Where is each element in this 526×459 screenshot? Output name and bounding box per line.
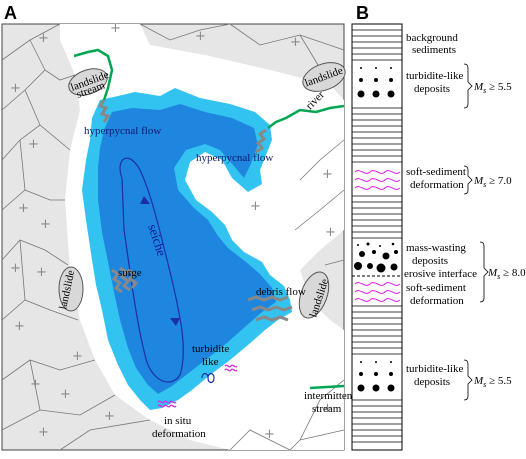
svg-text:+: + xyxy=(110,21,121,36)
seiche-arrow-1 xyxy=(140,196,150,204)
core-deformation-top xyxy=(352,164,402,194)
in-situ-label-2: deformation xyxy=(152,428,206,440)
svg-text:+: + xyxy=(195,29,206,44)
turbidite-like-label-2: like xyxy=(202,356,219,368)
core-bedding-lines xyxy=(352,29,402,443)
panel-a: A xyxy=(1,3,355,451)
magnitude-brackets xyxy=(463,63,489,401)
panel-b: B xyxy=(351,3,526,451)
svg-text:+: + xyxy=(72,349,83,364)
svg-text:+: + xyxy=(14,319,25,334)
seiche-loop xyxy=(119,157,184,383)
svg-text:+: + xyxy=(60,387,71,402)
svg-text:+: + xyxy=(104,409,115,424)
magnitude-2: Ms ≥ 7.0 xyxy=(473,175,512,189)
stream-nw xyxy=(73,48,114,101)
unit-soft-top-2: deformation xyxy=(410,179,464,191)
landslide-ne-shape xyxy=(302,62,346,92)
core-turbidite-top xyxy=(352,62,402,106)
svg-text:+: + xyxy=(38,425,49,440)
bedrock-symbols: + + + + + + + + + + + + + + + + + + + + … xyxy=(10,21,336,442)
unit-mass-2: deposits xyxy=(412,255,448,267)
svg-text:+: + xyxy=(30,377,41,392)
landslide-w-shape xyxy=(58,266,84,312)
surge-symbol xyxy=(111,266,139,294)
svg-text:+: + xyxy=(10,81,21,96)
landslide-e-shape xyxy=(298,271,330,319)
svg-text:+: + xyxy=(10,261,21,276)
svg-text:+: + xyxy=(322,401,333,416)
unit-turbidite-bot-2: deposits xyxy=(414,376,450,388)
svg-text:+: + xyxy=(322,167,333,182)
unit-erosive: erosive interface xyxy=(404,268,477,280)
svg-text:+: + xyxy=(264,427,275,442)
unit-soft-mid-1: soft-sediment xyxy=(406,282,466,294)
debris-flow-label: debris flow xyxy=(256,286,306,298)
turbidite-like-label-1: turbidite xyxy=(192,343,229,355)
unit-soft-top-1: soft-sediment xyxy=(406,166,466,178)
unit-turbidite-bot-1: turbidite-like xyxy=(406,363,464,375)
core-turbidite-bottom xyxy=(352,356,402,398)
core-mass-wasting xyxy=(352,240,402,277)
landslide-nw-shape xyxy=(68,68,108,96)
seiche-arrow-2 xyxy=(170,318,180,326)
unit-background-1: background xyxy=(406,32,458,44)
hyperpycnal-ne-symbol xyxy=(255,128,267,154)
unit-turbidite-top-1: turbidite-like xyxy=(406,70,464,82)
svg-text:+: + xyxy=(40,217,51,232)
intermittent-label-1: intermittent xyxy=(304,390,355,402)
svg-text:+: + xyxy=(250,199,261,214)
magnitude-4: Ms ≥ 5.5 xyxy=(473,375,512,389)
unit-background-2: sediments xyxy=(412,44,456,56)
panel-b-letter: B xyxy=(356,3,369,23)
surge-label: surge xyxy=(118,267,142,279)
river-line xyxy=(267,104,345,129)
intermittent-stream-line xyxy=(309,384,345,390)
hyperpycnal-flow-w-label: hyperpycnal flow xyxy=(84,125,161,137)
unit-soft-mid-2: deformation xyxy=(410,295,464,307)
svg-text:+: + xyxy=(290,35,301,50)
deformation-symbols xyxy=(157,364,238,408)
magnitude-1: Ms ≥ 5.5 xyxy=(473,81,512,95)
intermittent-label-2: stream xyxy=(312,403,342,415)
core-deformation-mid xyxy=(352,278,402,304)
hyperpycnal-flow-e-label: hyperpycnal flow xyxy=(196,152,273,164)
unit-turbidite-top-2: deposits xyxy=(414,83,450,95)
in-situ-label-1: in situ xyxy=(164,415,192,427)
debris-flow-symbol xyxy=(247,295,293,322)
unit-mass-1: mass-wasting xyxy=(406,242,466,254)
magnitude-3: Ms ≥ 8.0 xyxy=(487,267,526,281)
turbidite-swirl xyxy=(201,372,215,384)
svg-text:+: + xyxy=(38,31,49,46)
svg-text:+: + xyxy=(28,137,39,152)
svg-text:+: + xyxy=(325,225,336,240)
svg-text:+: + xyxy=(18,201,29,216)
panel-a-letter: A xyxy=(4,3,17,23)
hyperpycnal-nw-symbol xyxy=(97,99,111,123)
svg-text:+: + xyxy=(36,265,47,280)
